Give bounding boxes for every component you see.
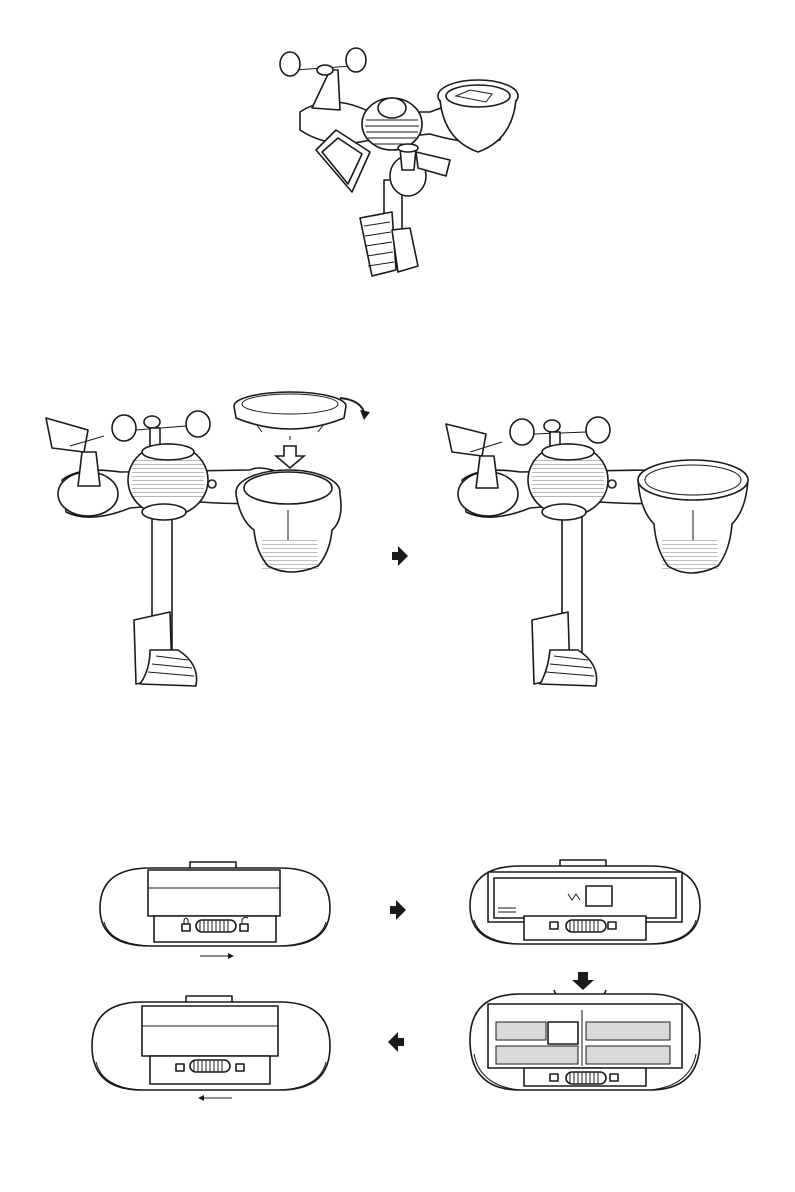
- rain-gauge-right: [638, 460, 748, 573]
- sensor-overview-figure: [280, 48, 518, 276]
- down-arrow-icon: [572, 972, 594, 990]
- left-arrow-icon: [388, 1032, 404, 1052]
- sensor-with-cover-left: [46, 392, 370, 686]
- rain-gauge-cover: [234, 392, 346, 440]
- rain-gauge-left: [236, 470, 341, 572]
- mounting-bracket: [360, 212, 418, 276]
- wind-vane: [390, 144, 450, 196]
- right-arrow-icon: [390, 900, 406, 920]
- battery-open-empty: [470, 860, 700, 944]
- battery-open-filled: [470, 990, 700, 1090]
- right-arrow-icon: [392, 546, 408, 566]
- battery-closed-slide-left: [92, 996, 330, 1101]
- sensor-without-cover-right: [446, 417, 748, 686]
- battery-closed-slide-right: [100, 862, 330, 959]
- down-hollow-arrow-icon: [276, 446, 304, 468]
- anemometer-cups: [280, 48, 366, 76]
- center-dome: [362, 98, 422, 150]
- rain-gauge: [438, 80, 518, 152]
